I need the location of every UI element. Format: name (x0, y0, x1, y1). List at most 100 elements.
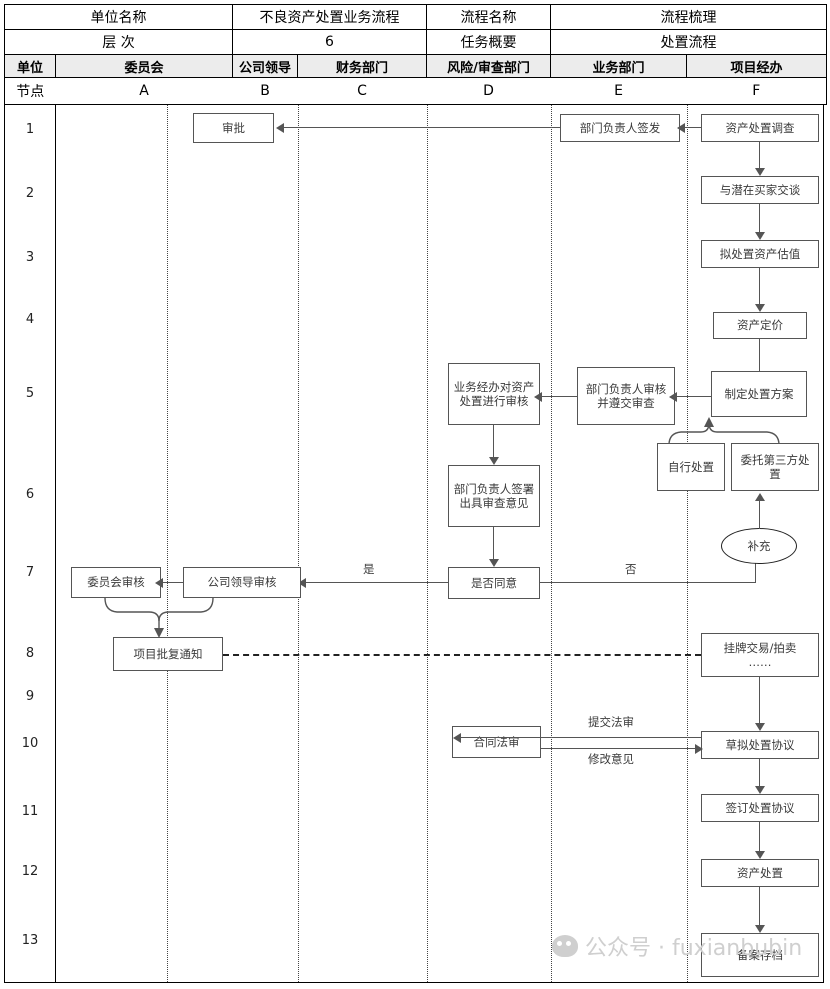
node-talk-potential-buyers[interactable]: 与潜在买家交谈 (701, 176, 819, 204)
arrow-down-listing-draft (755, 723, 765, 731)
row-number-11: 11 (21, 804, 39, 819)
lane-divider-d (551, 105, 552, 982)
row-number-1: 1 (25, 122, 35, 137)
node-file-archive[interactable]: 备案存档 (701, 933, 819, 977)
row-number-3: 3 (25, 250, 35, 265)
edge-label-revise-opinion: 修改意见 (588, 752, 634, 766)
edge-decision-yes (305, 582, 448, 584)
edge-f-4 (759, 339, 761, 377)
arrow-left-leader-committee (155, 578, 163, 588)
lane-code-f: F (686, 77, 827, 105)
lane-divider-a (167, 105, 168, 982)
node-make-disposal-plan[interactable]: 制定处置方案 (711, 371, 807, 417)
row-number-10: 10 (21, 736, 39, 751)
lane-code-b: B (232, 77, 298, 105)
row-number-12: 12 (21, 864, 39, 879)
lane-code-a: A (55, 77, 233, 105)
edge-draft-to-sign (759, 759, 761, 789)
node-asset-pricing[interactable]: 资产定价 (713, 312, 807, 339)
edge-investigation-to-issue (683, 127, 701, 129)
node-committee-review[interactable]: 委员会审核 (71, 567, 161, 598)
edge-issue-to-approval (283, 127, 560, 129)
node-third-party-disposal[interactable]: 委托第三方处置 (731, 443, 819, 491)
edge-listing-to-draft (759, 677, 761, 727)
node-asset-valuation[interactable]: 拟处置资产估值 (701, 240, 819, 268)
swimlane-canvas: 1 2 3 4 5 6 7 8 9 10 11 12 13 资产处置调查 部门负… (4, 105, 824, 983)
header-task-summary-label: 任务概要 (426, 29, 551, 55)
arrow-down-sign-dispose (755, 851, 765, 859)
header-level-label: 层 次 (4, 29, 233, 55)
lane-code-d: D (426, 77, 551, 105)
edge-submit-legal (460, 737, 701, 739)
row-number-7: 7 (25, 565, 35, 580)
node-business-handler-review[interactable]: 业务经办对资产处置进行审核 (448, 363, 540, 425)
edge-dispose-to-archive (759, 887, 761, 929)
node-approval[interactable]: 审批 (193, 113, 274, 143)
edge-revise-opinion (541, 748, 701, 750)
edge-sign-to-decision (493, 527, 495, 563)
node-project-approval-notice[interactable]: 项目批复通知 (113, 637, 223, 671)
watermark: 公众号 · fuxianbubin (552, 930, 802, 962)
edge-label-yes: 是 (363, 562, 375, 576)
row-number-13: 13 (21, 933, 39, 948)
arrow-left-plan-depthead (669, 392, 677, 402)
header-table: 单位名称 不良资产处置业务流程 流程名称 流程梳理 层 次 6 任务概要 处置流… (4, 4, 827, 105)
arrow-down-handler-sign (489, 457, 499, 465)
row-number-4: 4 (25, 312, 35, 327)
node-asset-disposal[interactable]: 资产处置 (701, 859, 819, 887)
lane-divider-unit (55, 105, 56, 982)
header-task-summary-value: 处置流程 (550, 29, 827, 55)
edge-plan-to-depthead (675, 396, 711, 398)
arrow-down-draft-sign (755, 786, 765, 794)
arrow-down-f-1 (755, 168, 765, 176)
node-supplement[interactable]: 补充 (721, 528, 797, 564)
edge-handler-to-sign (493, 425, 495, 461)
lane-header-unit: 单位 (4, 54, 56, 78)
edge-decision-no (540, 582, 756, 584)
edge-supplement-up (759, 500, 761, 529)
node-decision-agree[interactable]: 是否同意 (448, 567, 540, 599)
lane-header-risk-audit: 风险/审查部门 (426, 54, 551, 78)
header-level-value: 6 (232, 29, 427, 55)
lane-header-committee: 委员会 (55, 54, 233, 78)
edge-sign-to-dispose (759, 822, 761, 854)
edge-label-submit-legal: 提交法审 (588, 715, 634, 729)
header-row-1: 单位名称 不良资产处置业务流程 流程名称 流程梳理 (4, 4, 827, 30)
edge-f-1 (759, 142, 761, 170)
brace-reviews-merge (104, 597, 214, 638)
arrow-down-f-3 (755, 304, 765, 312)
row-number-8: 8 (25, 646, 35, 661)
arrow-down-dispose-archive (755, 925, 765, 933)
lane-code-row: 节点 A B C D E F (4, 77, 827, 105)
arrow-up-supplement (755, 493, 765, 501)
edge-label-no: 否 (625, 562, 637, 576)
header-process-name-value: 流程梳理 (550, 4, 827, 30)
arrow-right-revise-opinion (695, 744, 703, 754)
row-number-9: 9 (25, 689, 35, 704)
wechat-icon (552, 935, 578, 957)
lane-divider-b (298, 105, 299, 982)
edge-f-2 (759, 204, 761, 234)
node-sign-disposal-agreement[interactable]: 签订处置协议 (701, 794, 819, 822)
node-asset-disposal-investigation[interactable]: 资产处置调查 (701, 114, 819, 142)
brace-disposal-plan-split (668, 417, 780, 446)
node-contract-legal-review[interactable]: 合同法审 (452, 726, 541, 758)
row-number-2: 2 (25, 186, 35, 201)
lane-code-e: E (550, 77, 687, 105)
node-company-leader-review[interactable]: 公司领导审核 (183, 567, 301, 598)
node-listing-auction[interactable]: 挂牌交易/拍卖 …… (701, 633, 819, 677)
lane-code-node-label: 节点 (4, 77, 56, 105)
lane-divider-e (687, 105, 688, 982)
node-draft-disposal-agreement[interactable]: 草拟处置协议 (701, 731, 819, 759)
node-dept-head-sign-opinion[interactable]: 部门负责人签署出具审查意见 (448, 465, 540, 527)
edge-dashed-notice-to-listing (223, 654, 701, 656)
lane-divider-c (427, 105, 428, 982)
row-number-5: 5 (25, 386, 35, 401)
node-dept-head-review-submit[interactable]: 部门负责人审核并遵交审查 (577, 367, 675, 425)
node-self-disposal[interactable]: 自行处置 (657, 443, 725, 491)
node-dept-head-issue[interactable]: 部门负责人签发 (560, 114, 680, 142)
header-process-name-label: 流程名称 (426, 4, 551, 30)
header-process-title-value: 不良资产处置业务流程 (232, 4, 427, 30)
row-number-6: 6 (25, 487, 35, 502)
